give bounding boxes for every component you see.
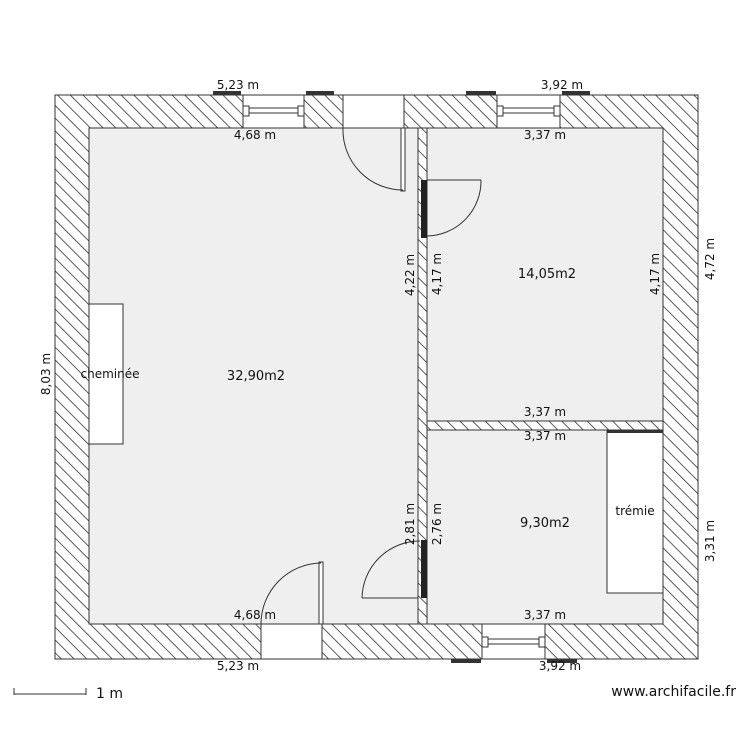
wall-marker	[306, 91, 334, 95]
living-room-floor[interactable]	[88, 127, 419, 625]
window-top-right[interactable]	[496, 94, 561, 129]
watermark: www.archifacile.fr	[611, 684, 736, 700]
dimension-label: 2,81 m	[403, 503, 417, 545]
dimension-label: 3,37 m	[524, 405, 566, 419]
dimension-label: 2,76 m	[430, 503, 444, 545]
dimension-label: 4,68 m	[234, 128, 276, 142]
room-area-label: 32,90m2	[227, 369, 285, 384]
window-bottom-right[interactable]	[481, 623, 546, 660]
dimension-label: 3,31 m	[703, 520, 717, 562]
dimension-label: 4,17 m	[430, 253, 444, 295]
wall-marker	[451, 659, 481, 663]
door-small-room[interactable]	[361, 540, 427, 599]
dimension-label: 4,72 m	[703, 238, 717, 280]
scale-bar: 1 m	[13, 686, 123, 702]
dimension-label: 3,37 m	[524, 429, 566, 443]
interior-wall-horizontal	[426, 420, 664, 431]
stair-opening[interactable]	[606, 430, 664, 594]
dimension-label: 4,22 m	[403, 254, 417, 296]
wall-marker	[466, 91, 496, 95]
dimension-label: 4,68 m	[234, 608, 276, 622]
dimension-label: 3,92 m	[541, 78, 583, 92]
door-bedroom[interactable]	[421, 179, 482, 238]
dimension-label: 3,92 m	[539, 659, 581, 673]
dimension-label: 3,37 m	[524, 128, 566, 142]
dimension-label: 5,23 m	[217, 659, 259, 673]
interior-wall-vertical	[417, 127, 428, 625]
dimension-label: 8,03 m	[39, 353, 53, 395]
stair-opening-label: trémie	[615, 504, 654, 518]
door-top[interactable]	[342, 94, 406, 192]
fireplace[interactable]	[88, 303, 124, 445]
wall-marker	[213, 91, 241, 95]
wall-marker	[547, 659, 577, 663]
door-bottom-entrance[interactable]	[260, 561, 324, 660]
wall-marker	[562, 91, 590, 95]
dimension-label: 5,23 m	[217, 78, 259, 92]
dimension-label: 3,37 m	[524, 608, 566, 622]
room-area-label: 14,05m2	[518, 267, 576, 282]
dimension-label: 4,17 m	[648, 253, 662, 295]
window-top-left[interactable]	[242, 94, 305, 129]
scale-bar-label: 1 m	[96, 686, 123, 702]
fireplace-label: cheminée	[81, 367, 140, 381]
room-area-label: 9,30m2	[520, 516, 570, 531]
